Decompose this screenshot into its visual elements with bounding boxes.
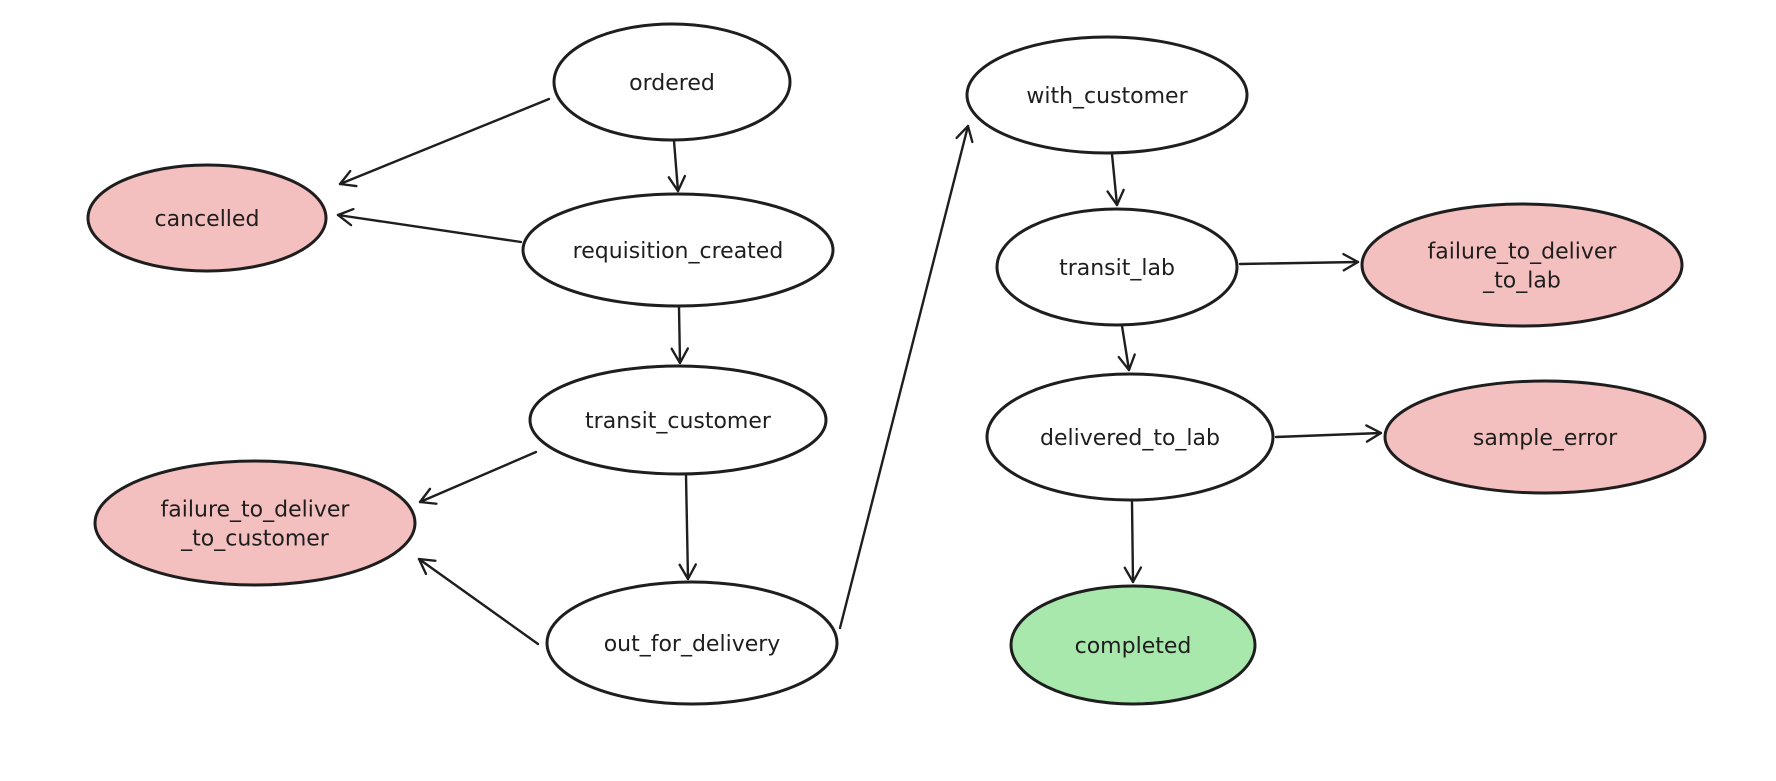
edge-ordered-to-requisition_created: [667, 139, 687, 193]
edge-transit_lab-to-failure_to_deliver_to_lab: [1238, 252, 1360, 272]
node-sample_error-shape: [1383, 379, 1707, 495]
node-failure_to_deliver_to_customer: failure_to_deliver_to_customer: [93, 459, 417, 587]
node-transit_customer-label: transit_customer: [585, 409, 772, 434]
node-cancelled: cancelled: [86, 163, 328, 273]
node-delivered_to_lab-label: delivered_to_lab: [1040, 426, 1220, 451]
node-transit_customer: transit_customer: [528, 364, 828, 476]
node-with_customer-label: with_customer: [1026, 84, 1188, 109]
node-transit_lab: transit_lab: [995, 207, 1239, 327]
node-ordered: ordered: [552, 22, 792, 142]
node-out_for_delivery-label: out_for_delivery: [604, 632, 781, 657]
edge-requisition_created-to-transit_customer: [670, 305, 690, 365]
node-delivered_to_lab-shape: [985, 372, 1275, 502]
edge-transit_lab-to-delivered_to_lab: [1117, 324, 1136, 372]
edge-delivered_to_lab-to-sample_error: [1274, 424, 1383, 443]
node-completed-label: completed: [1075, 634, 1192, 659]
edge-with_customer-to-transit_lab: [1106, 152, 1125, 207]
node-with_customer-shape: [965, 35, 1249, 155]
edge-requisition_created-to-cancelled: [336, 207, 523, 244]
node-transit_lab-label: transit_lab: [1059, 256, 1175, 281]
edge-out_for_delivery-to-failure_to_deliver_to_customer: [417, 557, 540, 646]
node-requisition_created: requisition_created: [521, 192, 835, 308]
node-cancelled-shape: [86, 163, 328, 273]
node-cancelled-label: cancelled: [155, 207, 260, 232]
node-requisition_created-shape: [521, 192, 835, 308]
node-ordered-label: ordered: [629, 71, 715, 96]
node-transit_customer-shape: [528, 364, 828, 476]
node-failure_to_deliver_to_customer-shape: [93, 459, 417, 587]
node-out_for_delivery: out_for_delivery: [545, 580, 839, 706]
node-with_customer: with_customer: [965, 35, 1249, 155]
node-out_for_delivery-shape: [545, 580, 839, 706]
node-sample_error-label: sample_error: [1473, 426, 1618, 451]
edge-delivered_to_lab-to-completed: [1123, 500, 1143, 584]
edge-transit_customer-to-out_for_delivery: [678, 473, 697, 581]
node-completed-shape: [1009, 584, 1257, 706]
edges-layer: [336, 97, 1383, 646]
node-failure_to_deliver_to_lab: failure_to_deliver_to_lab: [1360, 202, 1684, 328]
node-requisition_created-label: requisition_created: [573, 239, 784, 264]
edge-transit_customer-to-failure_to_deliver_to_customer: [418, 450, 538, 505]
node-failure_to_deliver_to_customer-label: failure_to_deliver_to_customer: [161, 498, 351, 552]
node-transit_lab-shape: [995, 207, 1239, 327]
edge-out_for_delivery-to-with_customer: [838, 124, 974, 630]
node-ordered-shape: [552, 22, 792, 142]
node-completed: completed: [1009, 584, 1257, 706]
nodes-layer: ordered cancelled requisition_createdtrans…: [86, 22, 1707, 706]
node-failure_to_deliver_to_lab-shape: [1360, 202, 1684, 328]
node-delivered_to_lab: delivered_to_lab: [985, 372, 1275, 502]
edge-ordered-to-cancelled: [338, 97, 551, 188]
node-failure_to_deliver_to_lab-label: failure_to_deliver_to_lab: [1428, 240, 1618, 294]
node-sample_error: sample_error: [1383, 379, 1707, 495]
